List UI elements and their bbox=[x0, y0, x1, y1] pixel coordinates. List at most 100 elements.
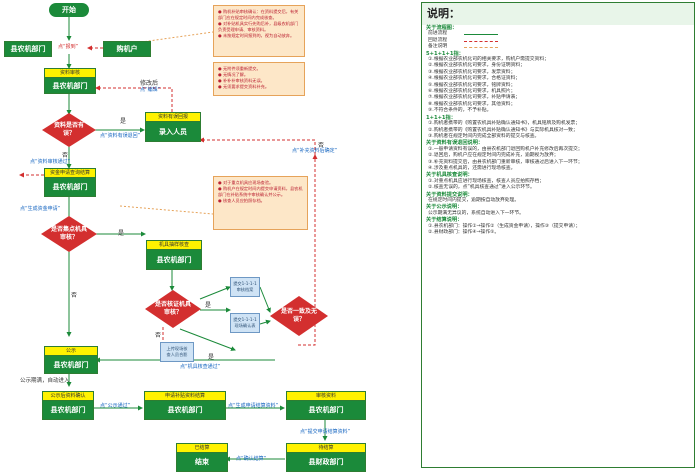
settle-prepare-header: 申请补贴资料结算 bbox=[145, 392, 225, 401]
decision-consistent-label: 是否一致及无误？ bbox=[280, 308, 317, 323]
decision-verify[interactable] bbox=[145, 290, 201, 328]
legend-item: ②.县财政部门：操作④→操作⑤。 bbox=[428, 230, 500, 235]
publicity-header: 公示 bbox=[45, 347, 97, 356]
legend-section-publicity: 关于公示说明： bbox=[426, 204, 463, 211]
d1-no-action: 点“资料审核通过” bbox=[30, 159, 71, 165]
legend-item: ②.购机者携带的《购置农机具补贴确认通知书》与实际机具核对一致； bbox=[428, 127, 578, 133]
note2-line: ● 无须要求提交资料补充。 bbox=[218, 84, 270, 89]
decision-key-machine-label: 是否集点机具审核？ bbox=[51, 226, 88, 241]
legend-line-note: 备注说明 bbox=[426, 44, 690, 50]
legend-item: ③.补充资料提交后，由县农机部门重新审核，审核通过后进入下一环节； bbox=[428, 159, 583, 165]
generate-settle-action: 点“生成申请结算资料” bbox=[228, 403, 279, 409]
legend-section-settle: 关于结算说明： bbox=[426, 217, 463, 224]
start-label: 开始 bbox=[62, 6, 76, 14]
decision-key-machine[interactable] bbox=[41, 216, 97, 252]
machine-pass-action: 点“机具核查通过” bbox=[180, 364, 221, 370]
note3-line: ● 对于重点机具应现场查验。 bbox=[218, 180, 274, 185]
end-node[interactable]: 已结算结束 bbox=[176, 443, 228, 472]
legend-item: 在规定时间内提交，逾期按自动放弃处理。 bbox=[428, 197, 520, 203]
inspection-body: 县农机部门 bbox=[147, 250, 201, 269]
legend-item: ①.购机者携带的《购置农机具补贴确认通知书》，机具铭牌及购机发票； bbox=[428, 121, 581, 127]
submit-archive-label: 提交1-1-1-1 审核档案 bbox=[233, 281, 257, 292]
pending-node[interactable]: 待结算县财政部门 bbox=[286, 443, 366, 472]
legend-line-back: 回退流程 bbox=[426, 38, 690, 44]
d1-no-label: 否 bbox=[62, 152, 69, 159]
forward-line-sample bbox=[464, 34, 498, 36]
d2-yes-label: 是 bbox=[118, 230, 125, 237]
note1-line: ● 未按规定时间报到的，视为自动放弃。 bbox=[218, 33, 295, 38]
legend-panel: 说明： 关于流程图： 前进流程 回退流程 备注说明 5+1+1+1指： ①.根据… bbox=[421, 2, 695, 468]
legend-item: ⑨.不符合条件的，不予补贴。 bbox=[428, 108, 492, 114]
legend-section-111: 1+1+1指： bbox=[426, 114, 456, 121]
d1-yes-label: 是 bbox=[120, 118, 127, 125]
back-line-sample bbox=[464, 40, 498, 42]
legend-line-forward: 前进流程 bbox=[426, 31, 690, 37]
note2-line: ● 无附件须重新提交。 bbox=[218, 66, 261, 71]
upload-photo-box[interactable]: 上传现场核 查人员合影 bbox=[160, 342, 194, 362]
pending-header: 待结算 bbox=[287, 444, 365, 453]
supplement-node[interactable]: 资料有误回报录入人员 bbox=[145, 112, 201, 142]
upload-photo-label: 上传现场核 查人员合影 bbox=[166, 346, 188, 357]
decision-consistent[interactable] bbox=[270, 296, 328, 336]
legend-item: ①.一般申请资料有误的，由县农机部门退回购机户补充修改后再次提交； bbox=[428, 146, 583, 152]
farmer-node-label: 购机户 bbox=[104, 42, 150, 56]
legend-item: ⑥.根据农业部农机化司要求，机具照片； bbox=[428, 89, 516, 95]
d3-no-label: 否 bbox=[155, 332, 162, 339]
generate-fund-action: 点“生成资金申请” bbox=[20, 206, 61, 212]
settle-prepare-node[interactable]: 申请补贴资料结算县农机部门 bbox=[144, 391, 226, 420]
legend-item: ①.县农机部门：操作①→操作②（生成资金申请），操作③（提交申请）； bbox=[428, 223, 581, 229]
d4-yes-label: 是 bbox=[208, 354, 215, 361]
decision-data-error-label: 资料是否有误？ bbox=[53, 122, 84, 137]
legend-item: ⑧.根据农业部农机化司要求，其他资料； bbox=[428, 101, 516, 107]
review-node-header: 资料审核 bbox=[45, 69, 95, 78]
publicity-node[interactable]: 公示县农机部门 bbox=[44, 346, 98, 374]
confirm-node[interactable]: 公示后资料确认县农机部门 bbox=[42, 391, 94, 420]
legend-title: 说明： bbox=[422, 3, 694, 25]
note1-line: ● 对补贴机具实行先购后补，县级农机部门负责受理申请、审核资料。 bbox=[218, 21, 299, 32]
agency-node[interactable]: 县农机部门 bbox=[4, 41, 52, 57]
review-node[interactable]: 资料审核县农机部门 bbox=[44, 68, 96, 94]
submit-confirm-box[interactable]: 提交1-1-1-1 现场确认表 bbox=[230, 313, 260, 333]
farmer-node[interactable]: 购机户 bbox=[103, 41, 151, 57]
agency-node-label: 县农机部门 bbox=[5, 42, 51, 56]
audit-body: 县农机部门 bbox=[287, 401, 365, 419]
note2-line: ● 无情况了解。 bbox=[218, 72, 249, 77]
legend-item: ②.核查无误的，点“机具核查通过”进入公示环节。 bbox=[428, 185, 535, 191]
legend-item: ⑤.根据农业部农机化司要求，铭牌资料； bbox=[428, 82, 516, 88]
start-node: 开始 bbox=[49, 3, 89, 17]
legend-line-forward-label: 前进流程 bbox=[428, 31, 448, 37]
audit-node[interactable]: 审核资料县农机部门 bbox=[286, 391, 366, 420]
confirm-settle-action: 点“确认结算” bbox=[236, 456, 267, 462]
legend-item: ②.根据农业部农机化司要求，身份证明资料； bbox=[428, 63, 525, 69]
legend-section-note: 关于资料提交说明： bbox=[426, 191, 473, 198]
end-body: 结束 bbox=[177, 453, 227, 471]
submit-confirm-label: 提交1-1-1-1 现场确认表 bbox=[233, 317, 257, 328]
fund-query-header: 资金申请查询结算 bbox=[45, 169, 95, 178]
legend-line-note-label: 备注说明 bbox=[428, 44, 448, 50]
note1-line: ● 购机补贴审核确认：在资料提交后，有关部门应在规定时间内完成核查。 bbox=[218, 9, 299, 20]
inspection-node[interactable]: 机具抽样核查县农机部门 bbox=[146, 240, 202, 270]
decision-data-error[interactable] bbox=[42, 113, 96, 147]
note-box-2: ● 无附件须重新提交。 ● 无情况了解。 ● 补补补审核资料无误。 ● 无须要求… bbox=[213, 62, 305, 96]
audit-header: 审核资料 bbox=[287, 392, 365, 401]
confirm-body: 县农机部门 bbox=[43, 401, 93, 419]
decision-verify-label: 是否核证机具审核？ bbox=[155, 301, 192, 316]
note-box-1: ● 购机补贴审核确认：在资料提交后，有关部门应在规定时间内完成核查。 ● 对补贴… bbox=[213, 5, 305, 57]
legend-item: ⑦.根据农业部农机化司要求，补贴申请表； bbox=[428, 95, 521, 101]
legend-item: ③.购机者在规定时间内完成全部资料的提交与核查。 bbox=[428, 133, 540, 139]
note2-line: ● 补补补审核资料无误。 bbox=[218, 78, 265, 83]
legend-item: ①.对重点机具应进行现场核查，核查人员应拍照存档； bbox=[428, 178, 545, 184]
legend-section-inspection: 关于机具核查说明： bbox=[426, 172, 473, 179]
legend-item: 公示期满无异议的，系统自动进入下一环节。 bbox=[428, 210, 524, 216]
legend-item: ④.涉及重点机具的，还需进行现场核查。 bbox=[428, 165, 516, 171]
note-line-sample bbox=[464, 46, 498, 48]
end-header: 已结算 bbox=[177, 444, 227, 453]
pending-body: 县财政部门 bbox=[287, 453, 365, 471]
submit-archive-box[interactable]: 提交1-1-1-1 审核档案 bbox=[230, 277, 260, 297]
legend-item: ③.根据农业部农机化司要求，发票资料； bbox=[428, 69, 516, 75]
fund-query-node[interactable]: 资金申请查询结算县农机部门 bbox=[44, 168, 96, 197]
legend-content: 关于流程图： 前进流程 回退流程 备注说明 5+1+1+1指： ①.根据农业部农… bbox=[426, 25, 690, 465]
resubmit-action: 点“补充资料后确定” bbox=[292, 148, 338, 154]
legend-section-flow: 关于流程图： bbox=[426, 25, 458, 31]
publicity-body: 县农机部门 bbox=[45, 356, 97, 373]
